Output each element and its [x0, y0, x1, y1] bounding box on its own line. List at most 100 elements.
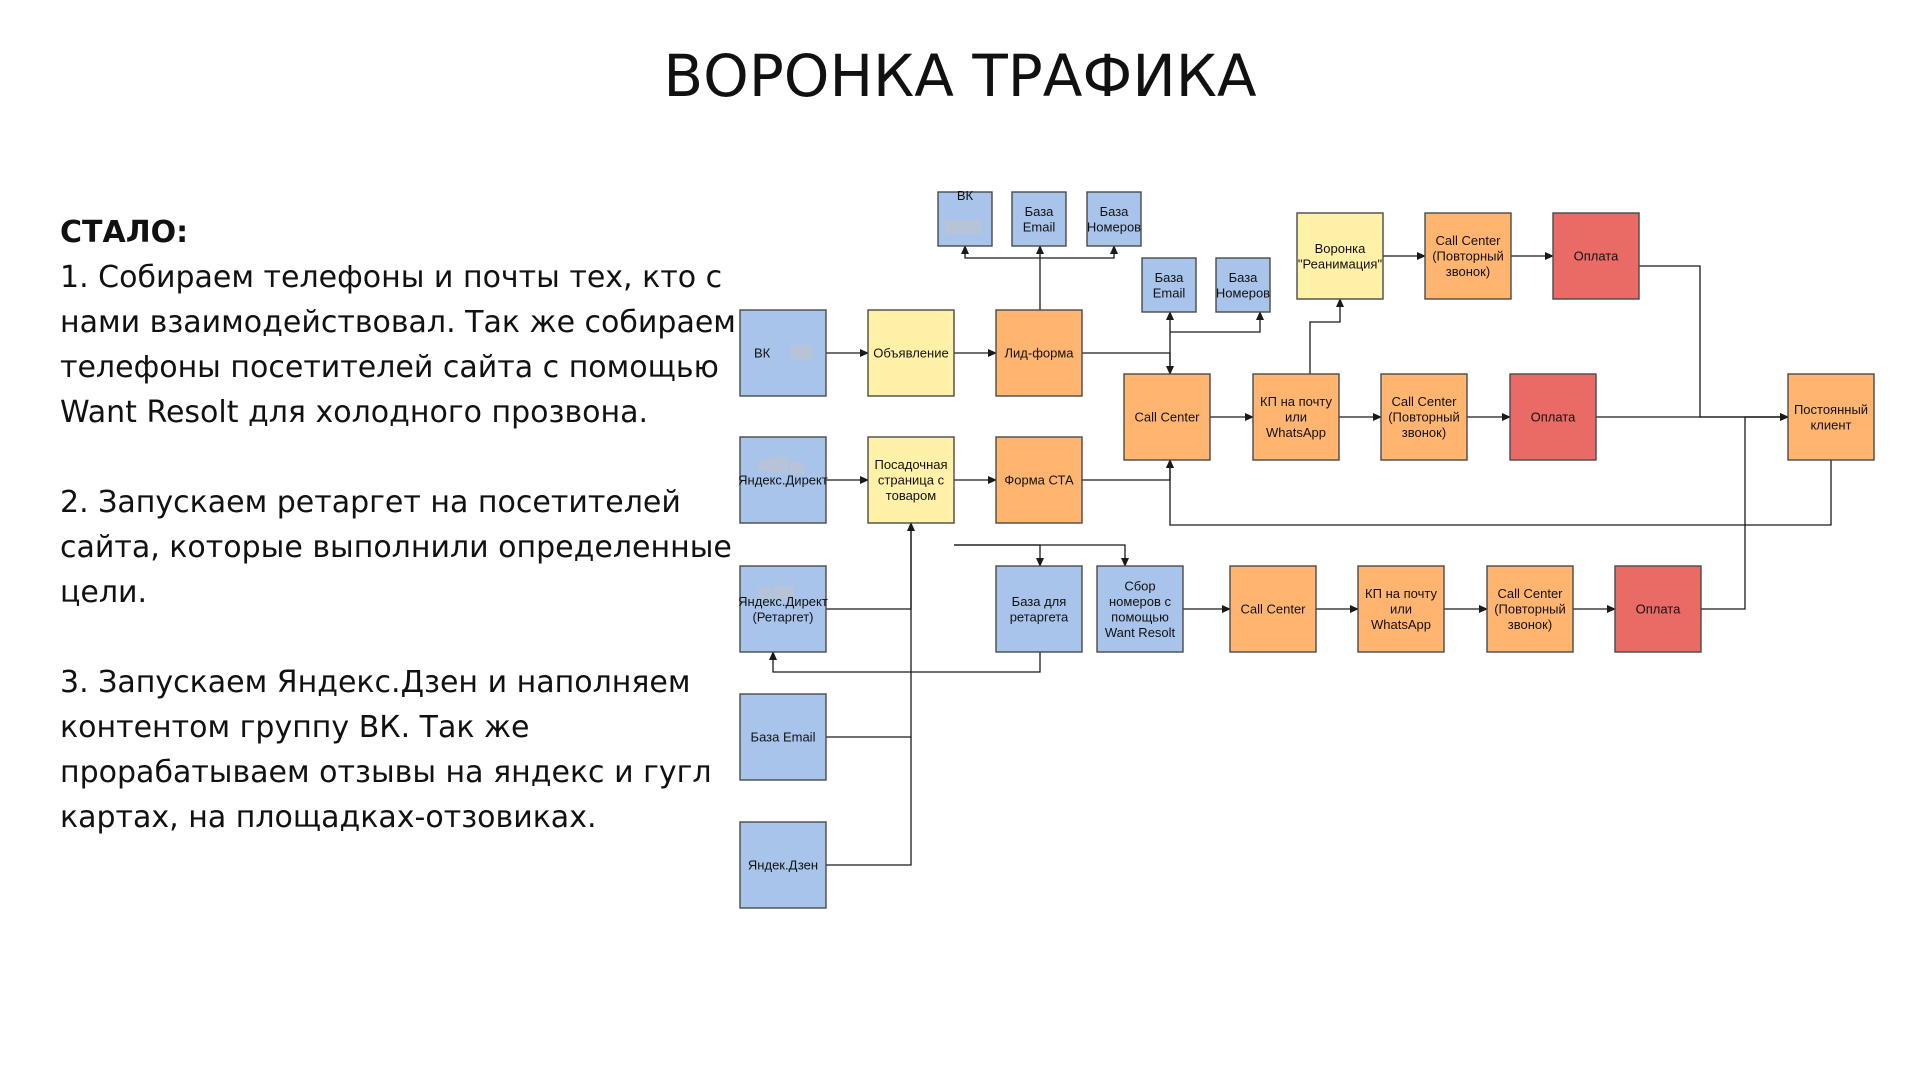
node-label: или [1285, 410, 1307, 425]
node-box [1552, 212, 1640, 300]
node-box [739, 436, 827, 524]
node-label: Номеров [1216, 285, 1270, 300]
node-label: Call Center [1497, 586, 1563, 601]
description-text: СТАЛО: 1. Собираем телефоны и почты тех,… [60, 210, 740, 885]
node-box [1380, 373, 1468, 461]
edge-19 [1082, 459, 1174, 481]
node-box [1787, 373, 1875, 461]
blurred-logo [790, 345, 812, 359]
node-box [867, 309, 955, 397]
node-box [937, 191, 993, 247]
node-label: ретаргета [1010, 609, 1069, 624]
node-label: Яндекс.Директ [738, 594, 828, 609]
blurred-logo [758, 460, 770, 470]
node-label: WhatsApp [1266, 425, 1326, 440]
node-label: Яндекс.Директ [738, 473, 828, 488]
node-label: помощью [1111, 609, 1169, 624]
node-label: (Повторный [1432, 249, 1504, 264]
node-box [1614, 565, 1702, 653]
edge-21 [954, 544, 1044, 567]
node-label: Оплата [1531, 410, 1576, 425]
node-yandex-direct-rt: Яндекс.Директ(Ретаргет) [738, 565, 828, 653]
node-box [1486, 565, 1574, 653]
node-pay-top: Оплата [1552, 212, 1640, 300]
node-label: Оплата [1574, 249, 1619, 264]
node-yandex-direct: Яндекс.Директ [738, 436, 828, 524]
node-box [739, 565, 827, 653]
node-form-cta: Форма СТА [995, 436, 1083, 524]
node-label: WhatsApp [1371, 617, 1431, 632]
node-label: Воронка [1315, 241, 1367, 256]
node-label: КП на почту [1365, 586, 1437, 601]
description-heading: СТАЛО: [60, 215, 189, 250]
node-box [1096, 565, 1184, 653]
node-box [739, 821, 827, 909]
node-label: Объявление [873, 346, 948, 361]
node-box [1252, 373, 1340, 461]
node-label: База [1100, 204, 1130, 219]
node-label: Email [1153, 285, 1186, 300]
edge-3 [1082, 352, 1174, 375]
node-leadform: Лид-форма [995, 309, 1083, 397]
node-label: КП на почту [1260, 394, 1332, 409]
edge-24 [826, 523, 912, 738]
node-label: Постоянный [1794, 402, 1868, 417]
node-label: номеров с [1109, 594, 1172, 609]
node-label: страница с [878, 473, 945, 488]
node-vk-src: ВК [739, 309, 827, 397]
node-label: Оплата [1636, 602, 1681, 617]
node-label: "Реанимация" [1298, 256, 1383, 271]
node-label: Email [1023, 219, 1056, 234]
node-label: Посадочная [874, 457, 947, 472]
node-dzen-src: Яндек.Дзен [739, 821, 827, 909]
node-label: Want Resolt [1105, 625, 1176, 640]
blurred-logo [790, 462, 804, 474]
edge-31 [1701, 416, 1788, 610]
node-label: Форма СТА [1004, 473, 1074, 488]
node-label: звонок) [1402, 425, 1446, 440]
node-label: Call Center [1391, 394, 1457, 409]
node-label: База [1025, 204, 1055, 219]
node-label: База Email [751, 730, 816, 745]
node-label: или [1390, 602, 1412, 617]
node-label: (Ретаргет) [752, 609, 813, 624]
node-box [995, 565, 1083, 653]
node-box [739, 693, 827, 781]
node-label: Яндек.Дзен [748, 858, 818, 873]
node-cc-main: Call Center [1123, 373, 1211, 461]
node-box [1509, 373, 1597, 461]
node-label: ВК [957, 188, 974, 203]
description-paragraph-3: 3. Запускаем Яндекс.Дзен и наполняем кон… [60, 665, 712, 835]
node-box [1086, 191, 1142, 247]
edge-5 [961, 245, 1040, 259]
node-funnel-reanim: Воронка"Реанимация" [1296, 212, 1384, 300]
edge-25 [826, 737, 912, 866]
node-vk-top: ВК [937, 188, 993, 247]
node-pay-main: Оплата [1509, 373, 1597, 461]
node-label: товаром [886, 488, 936, 503]
node-label: Номеров [1087, 219, 1141, 234]
blurred-logo [774, 586, 794, 600]
node-label: (Повторный [1494, 602, 1566, 617]
node-box [1296, 212, 1384, 300]
node-box [995, 309, 1083, 397]
node-label: клиент [1810, 417, 1851, 432]
node-box [1011, 191, 1067, 247]
edge-13 [1309, 298, 1344, 374]
node-label: Лид-форма [1004, 346, 1074, 361]
node-label: звонок) [1446, 264, 1490, 279]
